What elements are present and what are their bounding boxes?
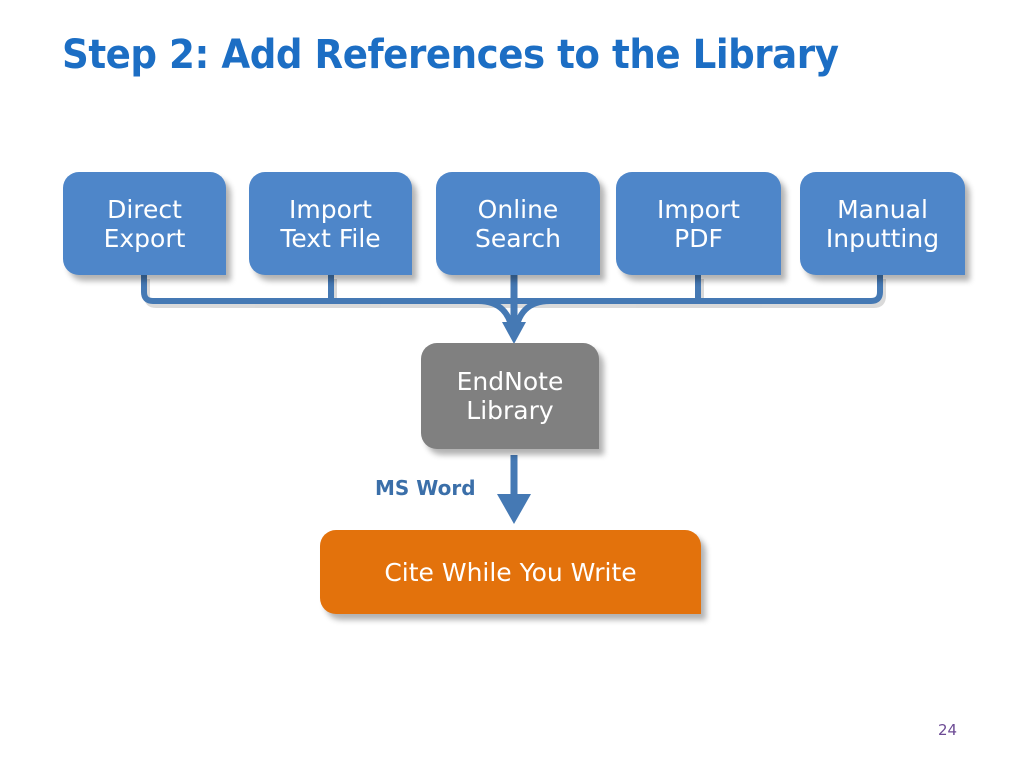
- flow-box-label: Online Search: [475, 194, 561, 253]
- connector-bus-line: [141, 275, 883, 304]
- flow-box-label: Direct Export: [103, 194, 186, 253]
- flow-box-direct-export[interactable]: Direct Export: [63, 172, 226, 275]
- flow-box-label: Manual Inputting: [825, 194, 940, 253]
- flow-box-import-text-file[interactable]: Import Text File: [249, 172, 412, 275]
- arrowhead-to-library: [502, 322, 526, 344]
- flow-box-cite-while-you-write[interactable]: Cite While You Write: [320, 530, 701, 614]
- arrowhead-to-cite: [497, 494, 531, 524]
- flow-box-manual-inputting[interactable]: Manual Inputting: [800, 172, 965, 275]
- edge-label-ms-word: MS Word: [375, 476, 476, 500]
- flow-box-label: Cite While You Write: [384, 557, 637, 587]
- connector-fillet-left: [477, 298, 516, 337]
- page-title: Step 2: Add References to the Library: [62, 32, 839, 78]
- flow-box-label: EndNote Library: [456, 367, 564, 425]
- connector-fillet-right: [512, 298, 551, 337]
- flow-box-label: Import Text File: [280, 194, 381, 253]
- page-number: 24: [938, 721, 958, 739]
- flow-box-online-search[interactable]: Online Search: [436, 172, 600, 275]
- flow-box-endnote-library[interactable]: EndNote Library: [421, 343, 599, 449]
- flow-box-import-pdf[interactable]: Import PDF: [616, 172, 781, 275]
- flow-box-label: Import PDF: [657, 194, 740, 253]
